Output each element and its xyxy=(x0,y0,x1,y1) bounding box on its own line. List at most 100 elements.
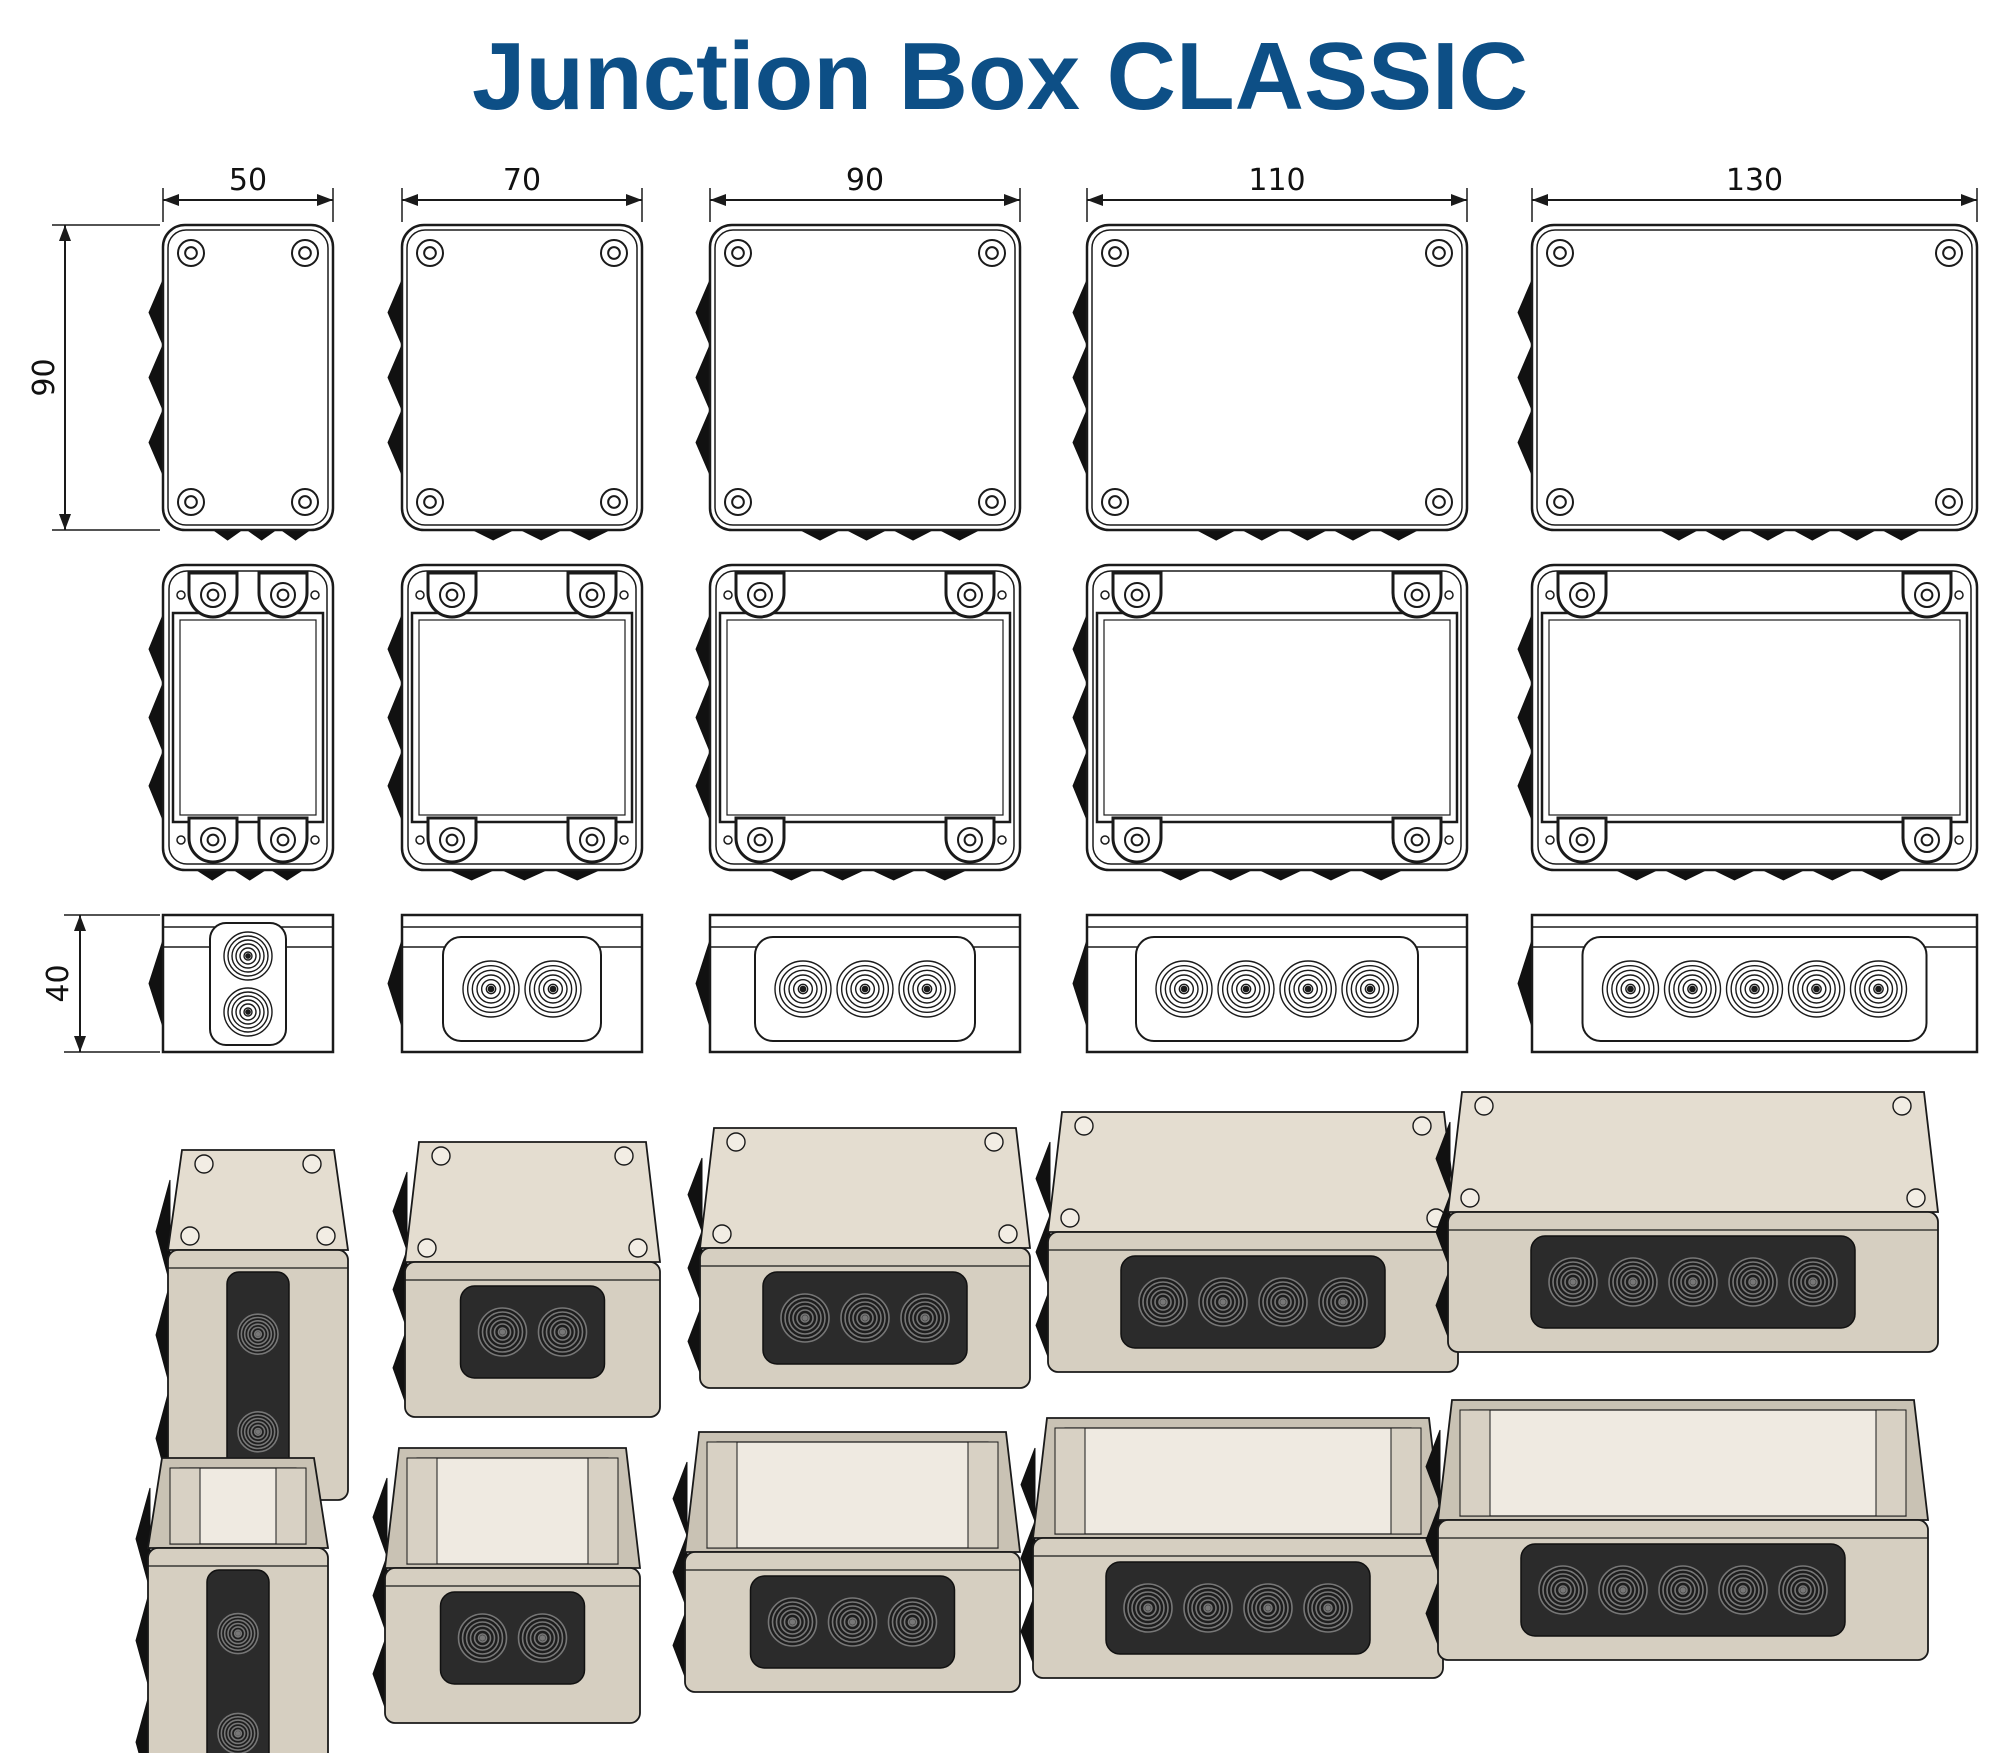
gland-center xyxy=(1205,1605,1211,1611)
gland-ring xyxy=(1680,1269,1706,1295)
gland-ring xyxy=(1786,1573,1820,1607)
mount-hole xyxy=(619,835,629,845)
screw-hole-inner xyxy=(607,495,621,509)
housing-outline xyxy=(400,563,644,872)
lid-screw xyxy=(302,1154,322,1174)
box-cavity xyxy=(1054,1427,1422,1535)
cable-gland xyxy=(827,1597,878,1647)
cable-gland xyxy=(1279,960,1337,1018)
gland-ring xyxy=(1235,978,1257,1000)
screw-post xyxy=(426,816,478,864)
gland-center xyxy=(789,1619,796,1625)
screw-hole-inner xyxy=(276,588,290,602)
gland-ring xyxy=(908,1301,942,1335)
gland-teeth-left xyxy=(387,939,403,1028)
lid-screw xyxy=(180,1226,200,1246)
gland-ring xyxy=(1146,1285,1180,1319)
lid-screw xyxy=(712,1224,732,1244)
housing-outline xyxy=(708,563,1022,872)
cable-gland xyxy=(1155,960,1213,1018)
gland-plate xyxy=(1135,936,1419,1042)
screw-hole-inner xyxy=(298,246,312,260)
gland-center xyxy=(1800,1587,1806,1593)
gland-ring xyxy=(1355,974,1385,1004)
screw-hole-inner xyxy=(1553,495,1567,509)
gland-ring xyxy=(1231,974,1261,1004)
gland-ring xyxy=(1552,1261,1594,1303)
screw-post xyxy=(944,571,996,619)
cable-gland xyxy=(774,960,832,1018)
gland-ring xyxy=(1625,983,1636,995)
mount-hole xyxy=(310,590,320,600)
depth-dimension-label: 40 xyxy=(41,964,76,1002)
screw-hole-inner xyxy=(1130,833,1144,847)
screw-hole xyxy=(1935,488,1963,516)
open-3d-render-110 xyxy=(1020,1417,1445,1679)
gland-center xyxy=(1751,985,1758,993)
width-dimension-0: 50 xyxy=(162,163,334,222)
screw-hole xyxy=(416,488,444,516)
gland-center xyxy=(802,1315,808,1321)
lid-screw xyxy=(1892,1096,1912,1116)
gland-teeth-left xyxy=(148,279,164,476)
gland-ring xyxy=(1792,1261,1834,1303)
gland-center xyxy=(1325,1605,1331,1611)
width-dimension-label: 110 xyxy=(1248,163,1305,198)
gland-ring xyxy=(220,1715,256,1751)
screw-post xyxy=(1391,816,1443,864)
gland-ring xyxy=(1568,1277,1578,1287)
lid-outline xyxy=(708,223,1022,532)
cable-gland xyxy=(537,1307,588,1357)
gland-teeth-left xyxy=(148,614,164,821)
gland-ring xyxy=(1159,964,1209,1014)
screw-hole xyxy=(1914,582,1940,608)
screw-hole-inner xyxy=(184,246,198,260)
lid-screw xyxy=(316,1226,336,1246)
gland-ring xyxy=(1210,1289,1236,1315)
gland-ring xyxy=(1811,983,1822,995)
lid-screw xyxy=(628,1238,648,1258)
screw-post xyxy=(257,816,309,864)
gland-ring xyxy=(1794,1581,1812,1599)
housing-outline xyxy=(161,563,335,872)
cable-gland xyxy=(237,1411,279,1453)
screw-hole-inner xyxy=(423,495,437,509)
gland-ring xyxy=(1293,974,1323,1004)
lid-inner-edge xyxy=(714,229,1016,526)
housing-cavity xyxy=(1095,611,1459,824)
gland-ring xyxy=(1612,1261,1654,1303)
gland-ring xyxy=(1187,1587,1229,1629)
mount-hole xyxy=(310,835,320,845)
cable-gland xyxy=(1658,1565,1708,1615)
gland-center xyxy=(861,985,869,993)
screw-post xyxy=(1459,1409,1491,1517)
arrow-head xyxy=(74,1036,86,1052)
width-dimension-4: 130 xyxy=(1531,163,1978,222)
gland-ring xyxy=(1610,1577,1636,1603)
gland-teeth-left xyxy=(1072,614,1088,821)
screw-post xyxy=(734,816,786,864)
mount-hole xyxy=(176,835,186,845)
gland-ring xyxy=(1218,1297,1228,1307)
gland-ring xyxy=(1259,1599,1277,1617)
gland-ring xyxy=(553,1323,572,1341)
gland-ring xyxy=(854,978,876,1000)
screw-hole-inner xyxy=(963,833,977,847)
closed-3d-render-row xyxy=(155,1091,1940,1501)
gland-center xyxy=(1620,1587,1626,1593)
gland-ring xyxy=(1263,1603,1273,1613)
screw-hole xyxy=(291,488,319,516)
gland-ring xyxy=(796,1309,814,1327)
gland-ring xyxy=(1797,969,1836,1009)
cable-gland xyxy=(1548,1257,1598,1307)
box-top-face xyxy=(698,1127,1032,1249)
gland-ring xyxy=(775,1605,810,1639)
screw-post xyxy=(187,816,239,864)
screw-hole-inner xyxy=(1920,588,1934,602)
gland-plate xyxy=(1120,1255,1386,1349)
screw-hole xyxy=(1935,239,1963,267)
width-dimension-1: 70 xyxy=(401,163,643,222)
housing-cavity xyxy=(1540,611,1969,824)
housing-cavity xyxy=(410,611,634,824)
gland-ring xyxy=(1266,1285,1300,1319)
